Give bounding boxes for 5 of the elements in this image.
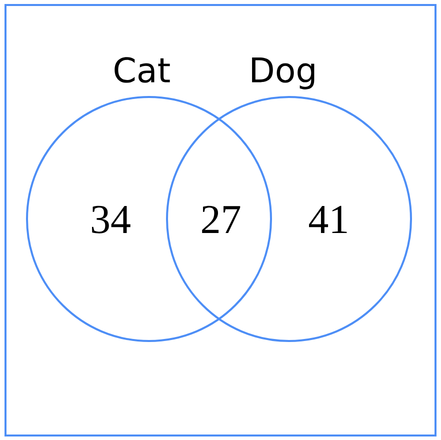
set-label: Cat (114, 57, 170, 83)
count-label: 27 (202, 206, 240, 233)
count-label: 34 (92, 206, 130, 234)
count-label: 41 (309, 206, 347, 233)
set-label: Dog (252, 58, 314, 90)
